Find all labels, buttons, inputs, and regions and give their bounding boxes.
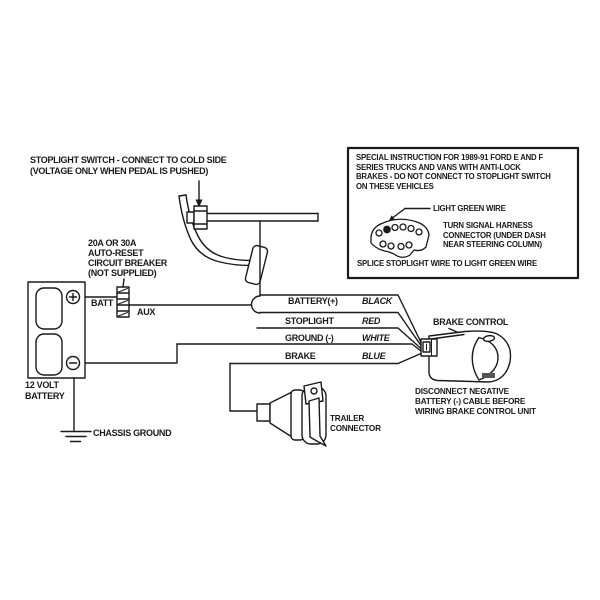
battery-label: 12 VOLT BATTERY xyxy=(25,380,65,402)
breaker-note-line3: CIRCUIT BREAKER xyxy=(88,258,168,268)
harness-label-line3: NEAR STEERING COLUMN) xyxy=(443,240,542,250)
trailer-wire xyxy=(229,362,258,412)
chassis-ground-symbol xyxy=(60,368,92,443)
wire-label-ground: GROUND (-) xyxy=(285,332,334,343)
trailer-label-line2: CONNECTOR xyxy=(330,424,381,433)
batt-terminal-label: BATT xyxy=(91,298,114,308)
stoplight-switch xyxy=(186,205,208,230)
brake-control-label: BRAKE CONTROL xyxy=(433,317,509,327)
wire-color-blue: BLUE xyxy=(362,350,386,361)
wire-color-red: RED xyxy=(362,315,381,326)
breaker-note-line1: 20A OR 30A xyxy=(88,238,137,248)
trailer-connector xyxy=(256,381,327,447)
turn-signal-harness-connector xyxy=(370,218,430,258)
trailer-label-line1: TRAILER xyxy=(330,414,365,423)
stoplight-switch-note: STOPLIGHT SWITCH - CONNECT TO COLD SIDE … xyxy=(30,155,227,177)
brake-control-plug xyxy=(420,338,438,357)
brake-pedal-arm xyxy=(178,194,252,267)
light-green-wire-label: LIGHT GREEN WIRE xyxy=(433,204,506,213)
harness-label-line1: TURN SIGNAL HARNESS xyxy=(443,221,533,230)
special-instruction-line2: SERIES TRUCKS AND VANS WITH ANTI-LOCK xyxy=(356,162,521,172)
harness-label-line2: CONNECTOR (UNDER DASH xyxy=(443,230,546,240)
switch-rod xyxy=(206,212,319,222)
circuit-breaker-note: 20A OR 30A AUTO-RESET CIRCUIT BREAKER (N… xyxy=(88,238,167,278)
stoplight-switch-arrow xyxy=(195,180,203,208)
stoplight-note-line2: (VOLTAGE ONLY WHEN PEDAL IS PUSHED) xyxy=(30,166,209,176)
chassis-ground-label: CHASSIS GROUND xyxy=(93,428,172,438)
wire-color-black: BLACK xyxy=(362,296,392,306)
ground-wire xyxy=(78,343,178,364)
wire-label-brake: BRAKE xyxy=(285,350,316,361)
battery-label-line2: BATTERY xyxy=(25,391,65,401)
turn-signal-harness-label: TURN SIGNAL HARNESS CONNECTOR (UNDER DAS… xyxy=(443,221,546,250)
special-instruction-line1: SPECIAL INSTRUCTION FOR 1989-91 FORD E A… xyxy=(356,153,544,162)
special-instruction-box xyxy=(346,146,580,280)
wire-color-white: WHITE xyxy=(362,332,390,343)
brake-control-unit xyxy=(420,327,512,383)
stoplight-note-line1: STOPLIGHT SWITCH - CONNECT TO COLD SIDE xyxy=(30,155,227,165)
disconnect-note-line1: DISCONNECT NEGATIVE xyxy=(415,387,509,396)
circuit-breaker xyxy=(116,278,130,318)
special-instruction-line3: BRAKES - DO NOT CONNECT TO STOPLIGHT SWI… xyxy=(356,172,551,182)
breaker-note-line2: AUTO-RESET xyxy=(88,248,144,258)
wire-label-stoplight: STOPLIGHT xyxy=(285,315,334,326)
breaker-note-line4: (NOT SUPPLIED) xyxy=(88,268,157,278)
battery-label-line1: 12 VOLT xyxy=(25,380,59,390)
battery-12v xyxy=(27,281,86,379)
special-instruction-line4: ON THESE VEHICLES xyxy=(356,181,434,191)
wire-harness-lanes xyxy=(176,294,422,365)
brake-pedal-pad xyxy=(244,244,269,286)
disconnect-note: DISCONNECT NEGATIVE BATTERY (-) CABLE BE… xyxy=(415,387,536,417)
splice-note: SPLICE STOPLIGHT WIRE TO LIGHT GREEN WIR… xyxy=(357,259,537,268)
special-instruction-text: SPECIAL INSTRUCTION FOR 1989-91 FORD E A… xyxy=(356,153,551,191)
disconnect-note-line3: WIRING BRAKE CONTROL UNIT xyxy=(415,407,536,416)
trailer-connector-label: TRAILER CONNECTOR xyxy=(330,414,381,434)
aux-terminal-label: AUX xyxy=(137,307,156,317)
wire-label-battery: BATTERY(+) xyxy=(288,296,338,306)
disconnect-note-line2: BATTERY (-) CABLE BEFORE xyxy=(415,397,526,406)
